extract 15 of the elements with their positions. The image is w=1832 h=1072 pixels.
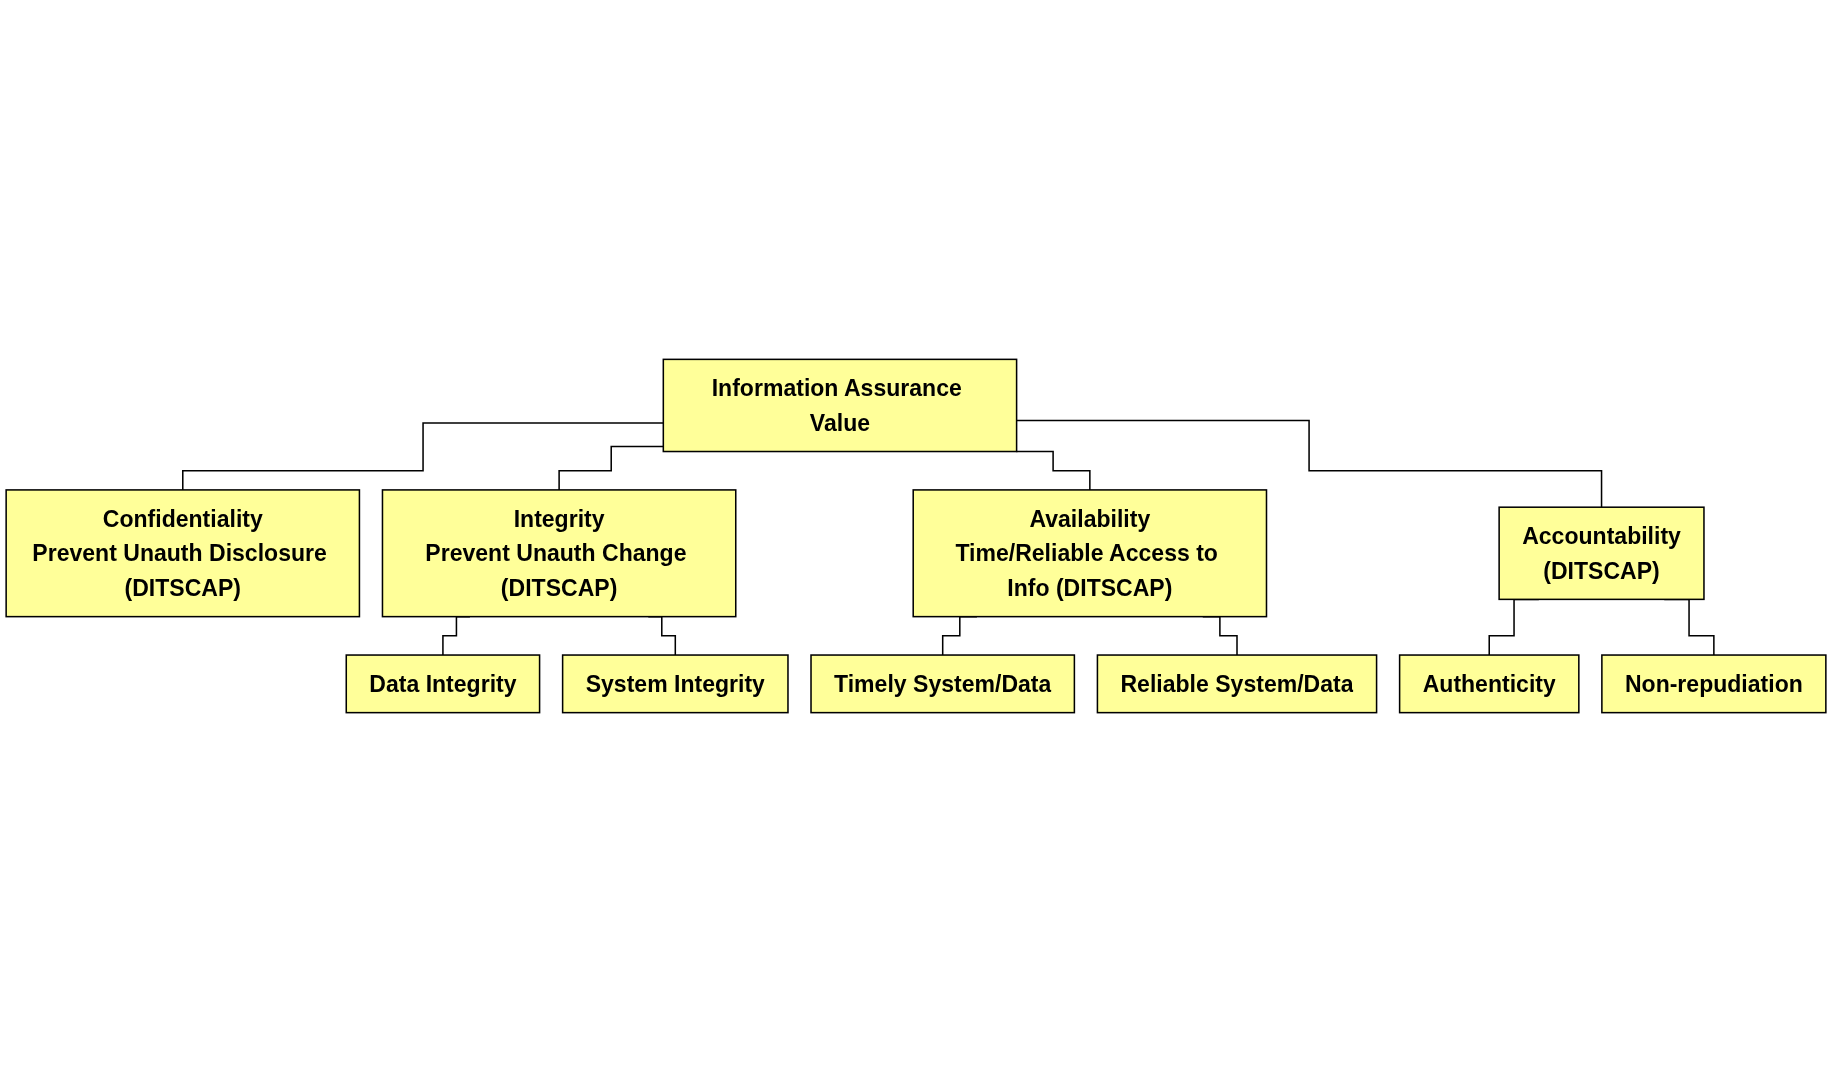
connector xyxy=(558,445,665,491)
connector xyxy=(1015,450,1091,491)
node-box: Confidentiality Prevent Unauth Disclosure (DITSCAP) xyxy=(5,489,361,618)
node-box: Non-repudiation xyxy=(1601,654,1827,714)
node-box: Timely System/Data xyxy=(810,654,1076,714)
node-box: Data Integrity xyxy=(345,654,541,714)
node-box: System Integrity xyxy=(561,654,789,714)
node-box: Authenticity xyxy=(1398,654,1580,714)
connector xyxy=(1015,419,1603,508)
node-box: Availability Time/Reliable Access to Info (DITSCAP) xyxy=(912,489,1268,618)
node-box: Accountability (DITSCAP) xyxy=(1498,506,1705,601)
node-box: Information Assurance Value xyxy=(662,358,1018,453)
node-box: Integrity Prevent Unauth Change (DITSCAP) xyxy=(381,489,737,618)
connector xyxy=(182,422,665,491)
node-box: Reliable System/Data xyxy=(1096,654,1378,714)
